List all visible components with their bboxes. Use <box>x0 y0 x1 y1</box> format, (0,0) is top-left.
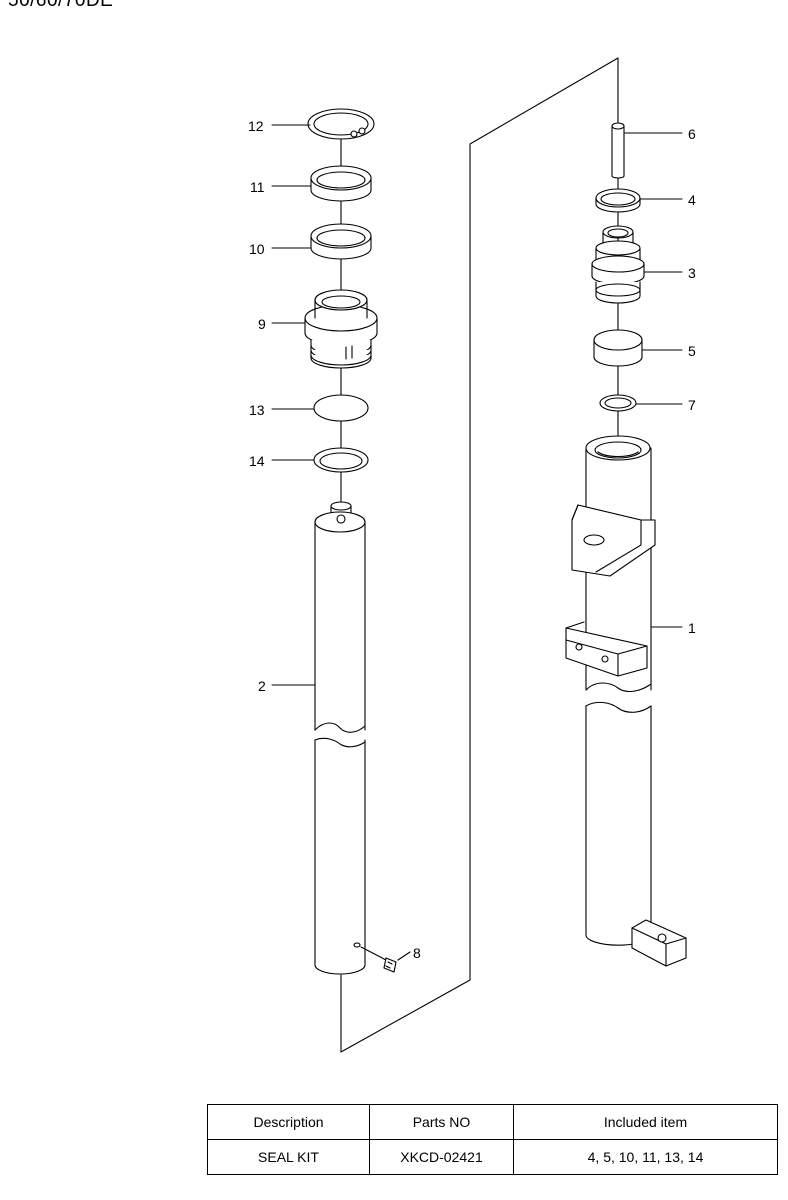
callout-5: 5 <box>688 343 696 359</box>
cell-included-item: 4, 5, 10, 11, 13, 14 <box>513 1139 778 1175</box>
leader-lines <box>271 124 683 961</box>
table-row: SEAL KIT XKCD-02421 4, 5, 10, 11, 13, 14 <box>207 1139 778 1175</box>
table-header-row: Description Parts NO Included item <box>207 1104 778 1140</box>
exploded-parts-diagram: 12 11 10 9 13 14 2 8 6 4 3 5 7 1 <box>248 57 696 1053</box>
part-10-ring <box>310 223 372 260</box>
model-header: 50/60/70DE <box>8 0 114 11</box>
part-14-backup-ring <box>313 447 369 473</box>
callout-11: 11 <box>250 179 265 195</box>
part-7-snap-ring <box>599 394 637 412</box>
callout-3: 3 <box>688 265 696 281</box>
part-4-ring <box>595 188 641 213</box>
part-9-cylinder-head <box>304 289 378 369</box>
part-11-ring <box>310 165 372 202</box>
seal-kit-table: Description Parts NO Included item SEAL … <box>207 1104 778 1175</box>
part-12-snap-ring <box>307 108 375 140</box>
callout-4: 4 <box>688 192 696 208</box>
callout-9: 9 <box>258 316 266 332</box>
callout-7: 7 <box>688 397 696 413</box>
part-13-o-ring <box>313 394 369 422</box>
cell-description: SEAL KIT <box>207 1139 370 1175</box>
header-included-item: Included item <box>513 1104 778 1140</box>
callout-1: 1 <box>688 620 696 636</box>
callout-2: 2 <box>258 678 266 694</box>
part-8-set-screw <box>360 946 397 973</box>
callout-13: 13 <box>249 402 265 418</box>
callout-6: 6 <box>688 126 696 142</box>
part-3-piston <box>591 225 645 304</box>
part-6-pin <box>611 122 625 179</box>
callout-10: 10 <box>249 241 265 257</box>
part-2-piston-rod <box>314 501 366 975</box>
cell-parts-no: XKCD-02421 <box>369 1139 514 1175</box>
callout-14: 14 <box>249 453 265 469</box>
callout-8: 8 <box>413 945 421 961</box>
part-5-bushing <box>593 329 643 367</box>
header-parts-no: Parts NO <box>369 1104 514 1140</box>
header-description: Description <box>207 1104 370 1140</box>
assembly-line <box>340 57 619 1053</box>
callout-12: 12 <box>248 118 264 134</box>
part-1-cylinder-tube <box>565 435 687 967</box>
